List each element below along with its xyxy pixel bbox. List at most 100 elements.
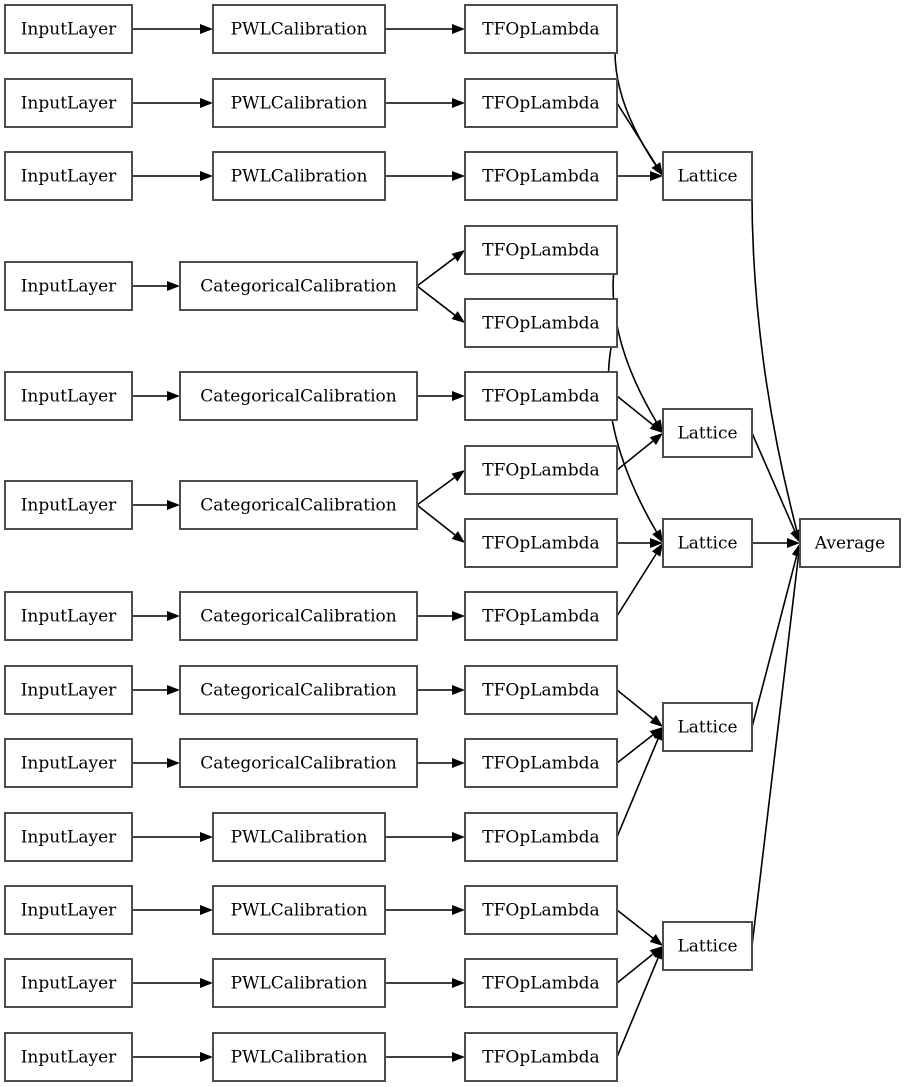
node-input-layer-in5[interactable]: InputLayer bbox=[4, 371, 133, 421]
node-box-lam1[interactable] bbox=[464, 4, 618, 54]
node-box-lam2[interactable] bbox=[464, 78, 618, 128]
node-lattice-lat2[interactable]: Lattice bbox=[662, 408, 753, 458]
node-box-in8[interactable] bbox=[4, 665, 133, 715]
node-box-lam7[interactable] bbox=[464, 445, 618, 495]
node-input-layer-in10[interactable]: InputLayer bbox=[4, 812, 133, 862]
node-input-layer-in3[interactable]: InputLayer bbox=[4, 151, 133, 201]
node-pwlcalibration-cal2[interactable]: PWLCalibration bbox=[212, 78, 386, 128]
node-box-lam12[interactable] bbox=[464, 812, 618, 862]
node-input-layer-in12[interactable]: InputLayer bbox=[4, 958, 133, 1008]
node-box-lat1[interactable] bbox=[662, 151, 753, 201]
node-tfop-lambda-lam7[interactable]: TFOpLambda bbox=[464, 445, 618, 495]
node-box-cal11[interactable] bbox=[212, 885, 386, 935]
node-box-cal8[interactable] bbox=[179, 665, 418, 715]
node-input-layer-in6[interactable]: InputLayer bbox=[4, 480, 133, 530]
node-box-cal3[interactable] bbox=[212, 151, 386, 201]
node-box-lam14[interactable] bbox=[464, 958, 618, 1008]
node-tfop-lambda-lam15[interactable]: TFOpLambda bbox=[464, 1032, 618, 1082]
node-pwlcalibration-cal12[interactable]: PWLCalibration bbox=[212, 958, 386, 1008]
node-box-lat3[interactable] bbox=[662, 518, 753, 568]
node-lattice-lat1[interactable]: Lattice bbox=[662, 151, 753, 201]
node-box-cal9[interactable] bbox=[179, 738, 418, 788]
node-box-lam11[interactable] bbox=[464, 738, 618, 788]
node-tfop-lambda-lam11[interactable]: TFOpLambda bbox=[464, 738, 618, 788]
node-pwlcalibration-cal1[interactable]: PWLCalibration bbox=[212, 4, 386, 54]
node-box-lam6[interactable] bbox=[464, 371, 618, 421]
node-box-in7[interactable] bbox=[4, 591, 133, 641]
node-average-avg[interactable]: Average bbox=[799, 518, 901, 568]
arrowhead-icon-cal12-to-lam14 bbox=[452, 978, 465, 988]
node-box-in4[interactable] bbox=[4, 261, 133, 311]
edge-lam14-to-lat5 bbox=[616, 953, 654, 984]
node-tfop-lambda-lam12[interactable]: TFOpLambda bbox=[464, 812, 618, 862]
node-categorical-calibration-cal7[interactable]: CategoricalCalibration bbox=[179, 591, 418, 641]
node-categorical-calibration-cal5[interactable]: CategoricalCalibration bbox=[179, 371, 418, 421]
node-input-layer-in13[interactable]: InputLayer bbox=[4, 1032, 133, 1082]
node-tfop-lambda-lam3[interactable]: TFOpLambda bbox=[464, 151, 618, 201]
node-box-cal7[interactable] bbox=[179, 591, 418, 641]
node-input-layer-in11[interactable]: InputLayer bbox=[4, 885, 133, 935]
node-tfop-lambda-lam10[interactable]: TFOpLambda bbox=[464, 665, 618, 715]
node-tfop-lambda-lam6[interactable]: TFOpLambda bbox=[464, 371, 618, 421]
node-box-lam9[interactable] bbox=[464, 591, 618, 641]
node-lattice-lat5[interactable]: Lattice bbox=[662, 921, 753, 971]
node-lattice-lat3[interactable]: Lattice bbox=[662, 518, 753, 568]
node-tfop-lambda-lam9[interactable]: TFOpLambda bbox=[464, 591, 618, 641]
arrowhead-icon-cal13-to-lam15 bbox=[452, 1052, 465, 1062]
node-categorical-calibration-cal9[interactable]: CategoricalCalibration bbox=[179, 738, 418, 788]
node-pwlcalibration-cal10[interactable]: PWLCalibration bbox=[212, 812, 386, 862]
node-box-lam8[interactable] bbox=[464, 518, 618, 568]
node-box-in13[interactable] bbox=[4, 1032, 133, 1082]
node-input-layer-in4[interactable]: InputLayer bbox=[4, 261, 133, 311]
node-box-cal13[interactable] bbox=[212, 1032, 386, 1082]
node-tfop-lambda-lam1[interactable]: TFOpLambda bbox=[464, 4, 618, 54]
node-input-layer-in9[interactable]: InputLayer bbox=[4, 738, 133, 788]
node-tfop-lambda-lam14[interactable]: TFOpLambda bbox=[464, 958, 618, 1008]
node-pwlcalibration-cal3[interactable]: PWLCalibration bbox=[212, 151, 386, 201]
node-box-in9[interactable] bbox=[4, 738, 133, 788]
node-box-in5[interactable] bbox=[4, 371, 133, 421]
node-box-in1[interactable] bbox=[4, 4, 133, 54]
node-box-cal12[interactable] bbox=[212, 958, 386, 1008]
node-box-lam15[interactable] bbox=[464, 1032, 618, 1082]
node-tfop-lambda-lam4[interactable]: TFOpLambda bbox=[464, 225, 618, 275]
node-box-lam3[interactable] bbox=[464, 151, 618, 201]
arrowhead-icon-lam7-to-lat2 bbox=[649, 433, 663, 446]
node-box-avg[interactable] bbox=[799, 518, 901, 568]
node-box-in10[interactable] bbox=[4, 812, 133, 862]
node-box-in6[interactable] bbox=[4, 480, 133, 530]
node-box-cal10[interactable] bbox=[212, 812, 386, 862]
node-categorical-calibration-cal4[interactable]: CategoricalCalibration bbox=[179, 261, 418, 311]
node-box-cal4[interactable] bbox=[179, 261, 418, 311]
node-box-in3[interactable] bbox=[4, 151, 133, 201]
node-box-lam4[interactable] bbox=[464, 225, 618, 275]
node-box-lam5[interactable] bbox=[464, 298, 618, 348]
node-box-lat5[interactable] bbox=[662, 921, 753, 971]
node-box-cal1[interactable] bbox=[212, 4, 386, 54]
node-input-layer-in2[interactable]: InputLayer bbox=[4, 78, 133, 128]
node-box-cal2[interactable] bbox=[212, 78, 386, 128]
node-tfop-lambda-lam13[interactable]: TFOpLambda bbox=[464, 885, 618, 935]
node-categorical-calibration-cal8[interactable]: CategoricalCalibration bbox=[179, 665, 418, 715]
node-categorical-calibration-cal6[interactable]: CategoricalCalibration bbox=[179, 480, 418, 530]
node-box-cal6[interactable] bbox=[179, 480, 418, 530]
node-box-lat2[interactable] bbox=[662, 408, 753, 458]
edge-lam4-to-lat2 bbox=[612, 249, 658, 423]
node-box-lam13[interactable] bbox=[464, 885, 618, 935]
node-pwlcalibration-cal11[interactable]: PWLCalibration bbox=[212, 885, 386, 935]
node-box-lat4[interactable] bbox=[662, 702, 753, 752]
node-box-in2[interactable] bbox=[4, 78, 133, 128]
node-input-layer-in1[interactable]: InputLayer bbox=[4, 4, 133, 54]
node-tfop-lambda-lam8[interactable]: TFOpLambda bbox=[464, 518, 618, 568]
node-pwlcalibration-cal13[interactable]: PWLCalibration bbox=[212, 1032, 386, 1082]
node-box-lam10[interactable] bbox=[464, 665, 618, 715]
node-tfop-lambda-lam5[interactable]: TFOpLambda bbox=[464, 298, 618, 348]
arrowhead-icon-lam15-to-lat5 bbox=[653, 946, 663, 960]
node-lattice-lat4[interactable]: Lattice bbox=[662, 702, 753, 752]
node-box-in12[interactable] bbox=[4, 958, 133, 1008]
node-tfop-lambda-lam2[interactable]: TFOpLambda bbox=[464, 78, 618, 128]
node-input-layer-in7[interactable]: InputLayer bbox=[4, 591, 133, 641]
node-box-in11[interactable] bbox=[4, 885, 133, 935]
node-box-cal5[interactable] bbox=[179, 371, 418, 421]
node-input-layer-in8[interactable]: InputLayer bbox=[4, 665, 133, 715]
